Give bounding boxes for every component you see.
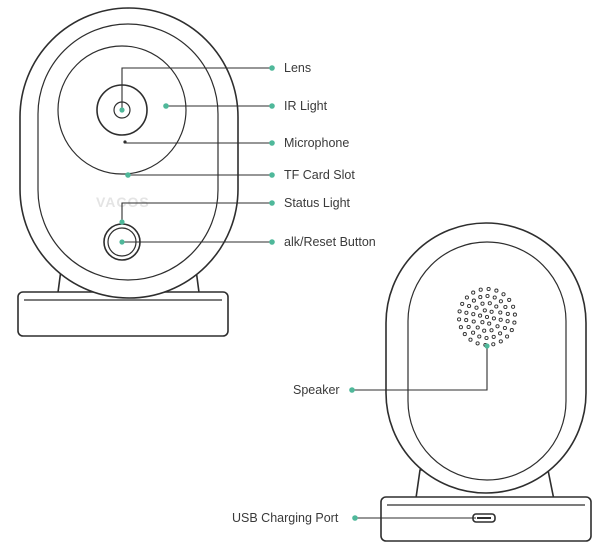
label-usb-port: USB Charging Port [232,511,339,525]
speaker-hole [468,337,473,342]
speaker-hole [486,286,491,292]
speaker-hole [494,304,499,309]
speaker-hole [505,311,510,316]
speaker-hole [478,313,483,318]
speaker-hole [484,335,489,341]
speaker-hole [478,295,483,300]
speaker-hole [471,330,476,335]
speaker-hole [478,287,483,292]
speaker-hole [507,297,512,302]
back-labels: Speaker USB Charging Port [232,383,340,525]
speaker-hole [462,332,467,337]
speaker-hole [482,308,487,313]
brand-logo: VACOS [96,194,150,210]
back-leader-lines [349,343,490,521]
speaker-hole [458,325,463,330]
speaker-hole [482,328,487,333]
speaker-hole [498,331,503,336]
speaker-hole [491,342,496,347]
speaker-hole [464,295,469,300]
speaker-hole [498,310,503,315]
speaker-hole [485,293,490,299]
speaker-hole [503,304,508,310]
label-reset-button: alk/Reset Button [284,235,376,249]
back-body-outer [385,222,587,494]
speaker-hole [509,328,514,333]
speaker-hole [501,292,506,297]
speaker-hole [489,309,494,314]
speaker-hole [487,321,492,326]
speaker-hole [505,334,510,339]
speaker-hole [498,339,503,344]
label-tf-card-slot: TF Card Slot [284,168,355,182]
speaker-hole [474,305,479,310]
label-microphone: Microphone [284,136,349,150]
speaker-hole [491,316,496,321]
speaker-grille [457,286,517,348]
front-body-outer [19,7,239,299]
label-speaker: Speaker [293,383,340,397]
speaker-hole [471,312,476,317]
speaker-hole [491,334,496,339]
speaker-hole [475,341,480,346]
label-ir-light: IR Light [284,99,328,113]
speaker-hole [464,310,469,315]
speaker-hole [495,324,500,329]
speaker-hole [505,319,510,324]
front-face-panel [37,23,219,281]
speaker-hole [498,299,503,304]
speaker-hole [471,319,476,324]
front-camera-view: VACOS [17,7,239,337]
speaker-hole [512,312,517,317]
speaker-hole [464,318,469,323]
back-inner-panel [407,241,567,481]
speaker-hole [471,298,476,303]
speaker-hole [489,328,494,333]
speaker-hole [466,324,471,330]
speaker-hole [492,295,497,300]
label-lens: Lens [284,61,311,75]
front-leader-lines [119,65,275,245]
speaker-hole [457,309,462,314]
label-status-light: Status Light [284,196,351,210]
speaker-hole [471,290,476,295]
speaker-hole [475,325,480,330]
speaker-hole [498,317,503,322]
speaker-hole [487,301,492,306]
speaker-hole [484,314,490,320]
speaker-hole [502,325,507,331]
speaker-hole [480,320,485,325]
front-labels: Lens IR Light Microphone TF Card Slot St… [284,61,376,249]
speaker-hole [457,317,462,322]
speaker-hole [512,320,517,325]
speaker-hole [480,301,485,306]
back-camera-view [380,222,592,542]
lens-ring [57,45,187,175]
speaker-hole [477,334,482,339]
speaker-hole [511,304,516,309]
speaker-hole [467,303,472,309]
speaker-hole [494,288,499,293]
speaker-hole [460,301,465,306]
